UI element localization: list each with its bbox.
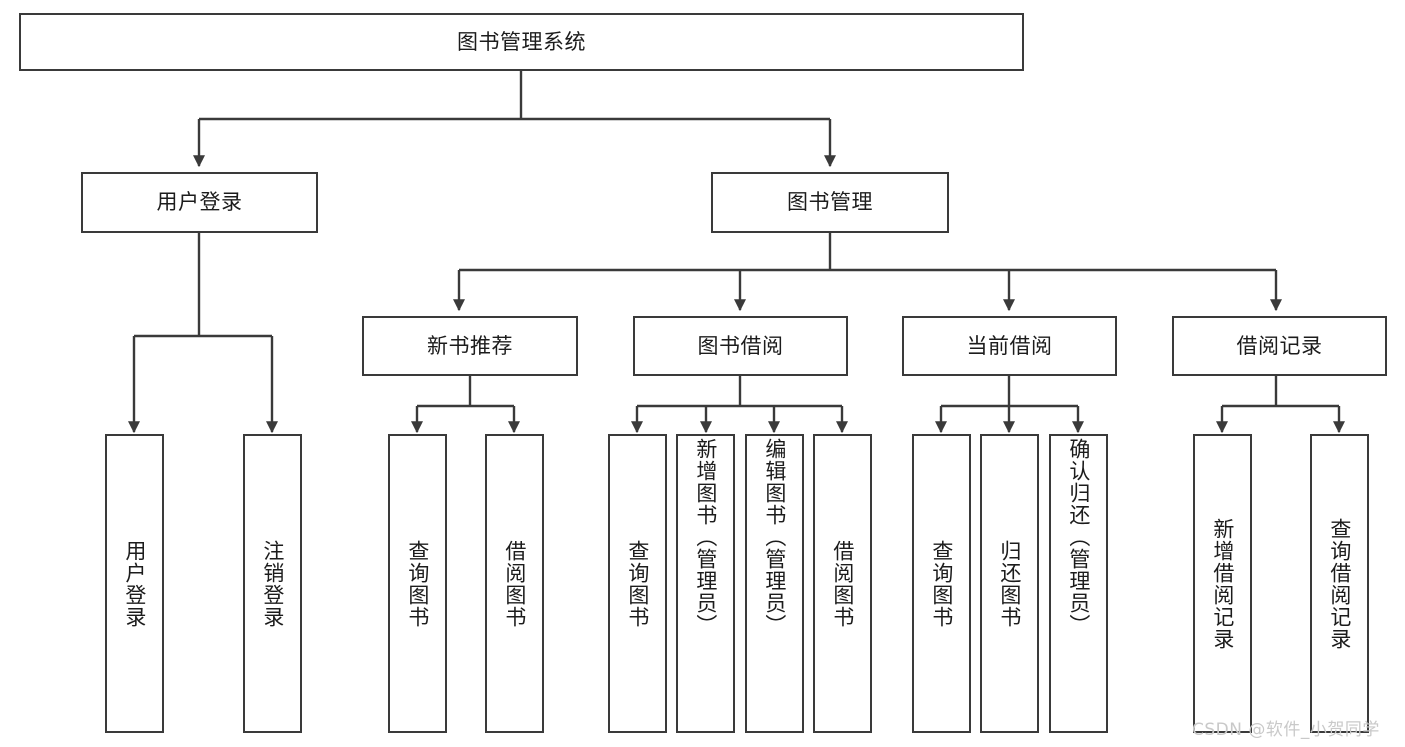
leaf-text-wrap: 查询图书 [929, 436, 954, 731]
node-leaf-user-logout-label: 注销登录 [260, 539, 285, 628]
node-new-book-recommend[interactable]: 新书推荐 [362, 316, 578, 376]
csdn-watermark: CSDN @软件_小贺同学 [1192, 720, 1380, 740]
node-leaf-return-book[interactable]: 归还图书 [980, 434, 1039, 733]
node-user-login-label: 用户登录 [156, 190, 243, 215]
node-leaf-borrow-book-1[interactable]: 借阅图书 [485, 434, 544, 733]
leaf-text-wrap: 查询图书 [625, 436, 650, 731]
leaf-text-wrap: 借阅图书 [830, 436, 855, 731]
node-leaf-edit-book-label: 编辑图书（管理员） [762, 438, 787, 636]
node-user-login[interactable]: 用户登录 [81, 172, 318, 233]
node-leaf-query-book-3[interactable]: 查询图书 [912, 434, 971, 733]
leaf-text-wrap: 查询借阅记录 [1327, 436, 1352, 731]
node-current-borrow-label: 当前借阅 [966, 333, 1053, 358]
node-leaf-borrow-book-1-label: 借阅图书 [502, 539, 527, 628]
node-leaf-borrow-book-2-label: 借阅图书 [830, 539, 855, 628]
leaf-text-wrap: 确认归还（管理员） [1066, 436, 1091, 733]
node-leaf-add-book[interactable]: 新增图书（管理员） [676, 434, 735, 733]
node-leaf-add-record[interactable]: 新增借阅记录 [1193, 434, 1252, 733]
node-leaf-query-book-1-label: 查询图书 [405, 539, 430, 628]
node-leaf-query-book-3-label: 查询图书 [929, 539, 954, 628]
leaf-text-wrap: 新增图书（管理员） [693, 436, 718, 733]
node-borrow-record[interactable]: 借阅记录 [1172, 316, 1387, 376]
node-book-borrow[interactable]: 图书借阅 [633, 316, 848, 376]
leaf-text-wrap: 查询图书 [405, 436, 430, 731]
node-leaf-query-book-1[interactable]: 查询图书 [388, 434, 447, 733]
leaf-text-wrap: 新增借阅记录 [1210, 436, 1235, 731]
node-root-label: 图书管理系统 [457, 29, 586, 54]
node-leaf-add-record-label: 新增借阅记录 [1210, 517, 1235, 650]
node-leaf-query-book-2-label: 查询图书 [625, 539, 650, 628]
node-leaf-confirm-return-label: 确认归还（管理员） [1066, 438, 1091, 636]
node-leaf-user-logout[interactable]: 注销登录 [243, 434, 302, 733]
node-leaf-add-book-label: 新增图书（管理员） [693, 438, 718, 636]
node-leaf-user-login-label: 用户登录 [122, 539, 147, 628]
node-leaf-query-book-2[interactable]: 查询图书 [608, 434, 667, 733]
node-leaf-return-book-label: 归还图书 [997, 539, 1022, 628]
leaf-text-wrap: 注销登录 [260, 436, 285, 731]
node-current-borrow[interactable]: 当前借阅 [902, 316, 1117, 376]
node-leaf-edit-book[interactable]: 编辑图书（管理员） [745, 434, 804, 733]
node-leaf-query-record[interactable]: 查询借阅记录 [1310, 434, 1369, 733]
node-leaf-user-login[interactable]: 用户登录 [105, 434, 164, 733]
node-leaf-confirm-return[interactable]: 确认归还（管理员） [1049, 434, 1108, 733]
leaf-text-wrap: 用户登录 [122, 436, 147, 731]
node-book-manage[interactable]: 图书管理 [711, 172, 949, 233]
node-leaf-borrow-book-2[interactable]: 借阅图书 [813, 434, 872, 733]
leaf-text-wrap: 归还图书 [997, 436, 1022, 731]
leaf-text-wrap: 编辑图书（管理员） [762, 436, 787, 733]
node-new-book-recommend-label: 新书推荐 [427, 333, 513, 358]
node-borrow-record-label: 借阅记录 [1236, 333, 1323, 358]
node-leaf-query-record-label: 查询借阅记录 [1327, 517, 1352, 650]
node-book-manage-label: 图书管理 [787, 190, 873, 215]
node-book-borrow-label: 图书借阅 [697, 333, 784, 358]
node-root[interactable]: 图书管理系统 [19, 13, 1024, 71]
leaf-text-wrap: 借阅图书 [502, 436, 527, 731]
